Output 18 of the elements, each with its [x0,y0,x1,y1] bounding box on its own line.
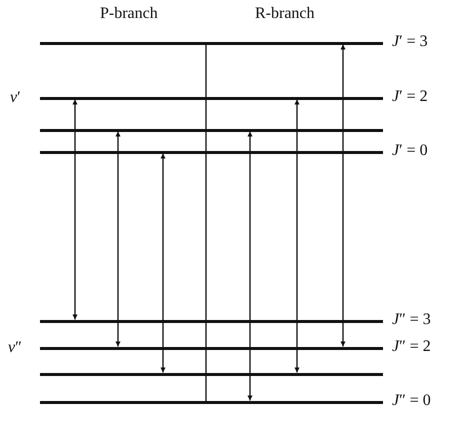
energy-level-line [40,128,383,132]
transition-arrow [160,154,166,372]
transition-arrow [294,100,300,372]
level-label: J′ = 3 [392,32,428,52]
transition-arrow [340,44,346,346]
transition-arrow [247,132,253,400]
vibrational-level-label: v″ [8,338,22,358]
level-label: J′ = 0 [392,140,428,160]
transition-arrow [115,132,121,346]
level-label: J″ = 3 [392,310,431,330]
energy-level-line [40,372,383,376]
level-label: J″ = 2 [392,336,431,356]
branch-label: P-branch [100,4,158,24]
branch-label: R-branch [255,4,315,24]
transition-arrow [72,100,78,320]
vibrational-level-label: v′ [10,88,21,108]
level-label: J″ = 0 [392,390,431,410]
level-label: J′ = 2 [392,86,428,106]
